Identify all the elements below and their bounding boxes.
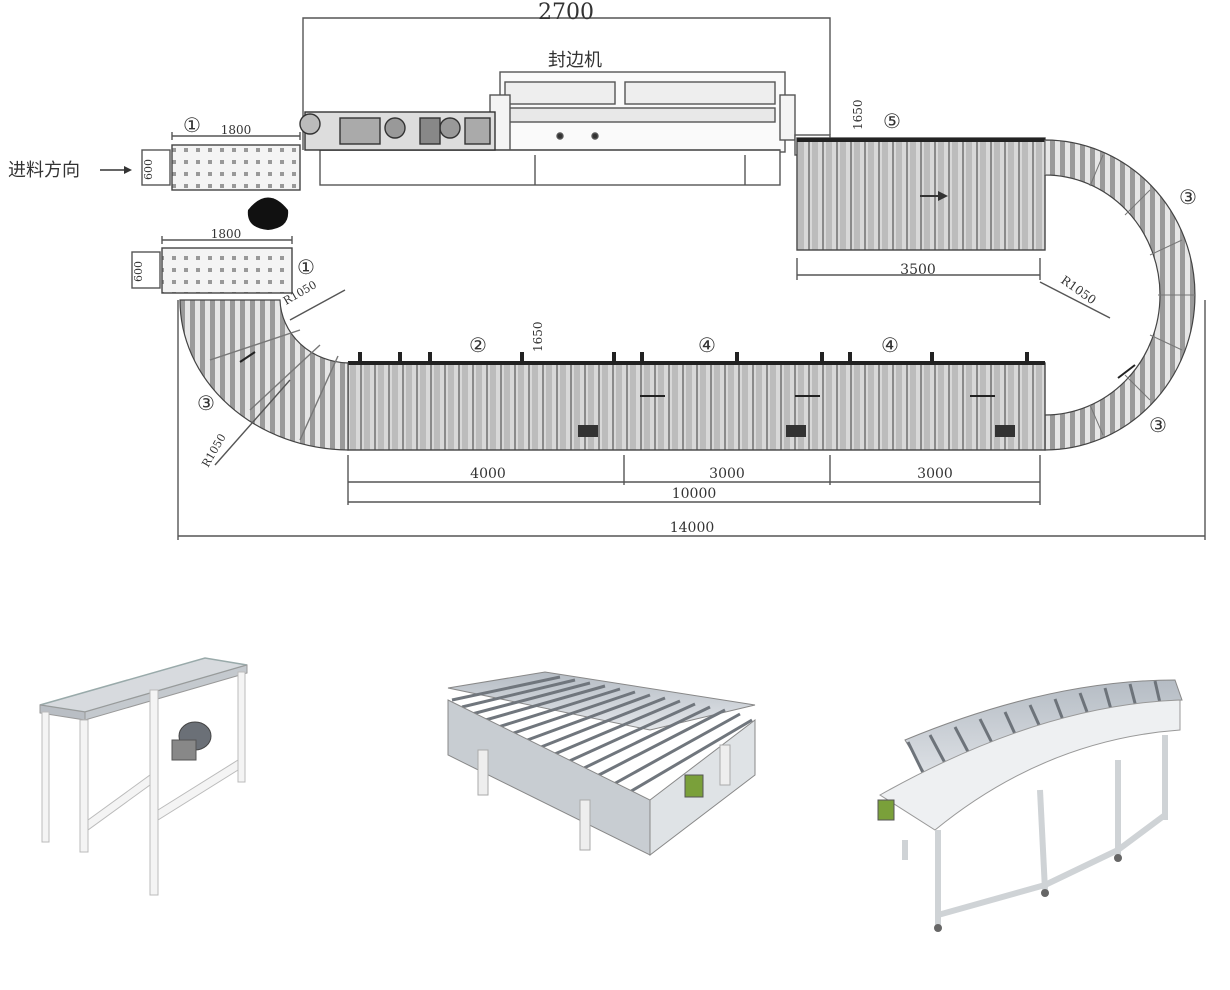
- right-curve-rollers: [1044, 140, 1195, 436]
- lower-conveyor-posts: [358, 352, 1029, 362]
- marker-5: ⑤: [883, 109, 901, 133]
- marker-2: ②: [469, 333, 487, 357]
- dimension-upper-straight: 3500: [900, 262, 936, 278]
- dimension-height-2: 1650: [531, 321, 545, 352]
- dimension-seg-2: 3000: [709, 466, 745, 482]
- brand-plate: [684, 774, 704, 798]
- upper-straight-conveyor: 3500 1650 ⑤: [796, 99, 1046, 280]
- feed-direction: 进料方向: [8, 160, 132, 181]
- dimension-r-left-2: R1050: [199, 432, 228, 470]
- straight-conveyor-rollers: [451, 675, 753, 795]
- left-curve-rollers: [209, 329, 339, 441]
- marker-1-upper: ①: [183, 113, 201, 137]
- right-curve-conveyor: R1050 ③ ③: [1039, 139, 1197, 451]
- lower-conveyor-motors: [578, 425, 1015, 437]
- dimension-seg-1: 4000: [470, 466, 506, 482]
- machine-label: 封边机: [548, 50, 602, 71]
- marker-4-b: ④: [881, 333, 899, 357]
- lower-straight-conveyor: ② ④ ④ 1650: [347, 321, 1046, 451]
- dimension-seg-3: 3000: [917, 466, 953, 482]
- marker-1-lower: ①: [297, 255, 315, 279]
- dimension-2700: 2700: [538, 0, 594, 25]
- product-curved-roller-conveyor-icon: [877, 679, 1183, 932]
- marker-3-upper: ③: [1179, 185, 1197, 209]
- dimension-feed-2: 1800: [211, 227, 242, 241]
- feed-table-lower: 1800 600 ①: [131, 227, 315, 294]
- feed-direction-label: 进料方向: [8, 160, 80, 181]
- edge-banding-machine: 封边机: [299, 50, 831, 186]
- operator-icon: [247, 197, 289, 230]
- product-roller-conveyor-icon: [447, 671, 756, 857]
- product-rotary-table-icon: [39, 657, 248, 896]
- marker-4-a: ④: [698, 333, 716, 357]
- left-curve-conveyor: R1050 R1050 ③: [179, 278, 349, 470]
- feed-table-upper: 1800 600 ①: [141, 113, 301, 230]
- machine-feed-unit: [299, 111, 496, 151]
- dimension-side-2: 600: [132, 261, 145, 282]
- dimension-sum: 10000: [672, 486, 717, 502]
- dimension-height-1: 1650: [851, 99, 865, 130]
- dimension-side-1: 600: [142, 159, 155, 180]
- bottom-dimensions: 4000 3000 3000 10000 14000: [177, 300, 1206, 540]
- dimension-2700-line: [302, 17, 831, 150]
- marker-3-left: ③: [197, 391, 215, 415]
- marker-3-lower: ③: [1149, 413, 1167, 437]
- dimension-total: 14000: [670, 520, 715, 536]
- dimension-feed-1: 1800: [221, 123, 252, 137]
- layout-drawing: 2700 封边机: [8, 0, 1206, 540]
